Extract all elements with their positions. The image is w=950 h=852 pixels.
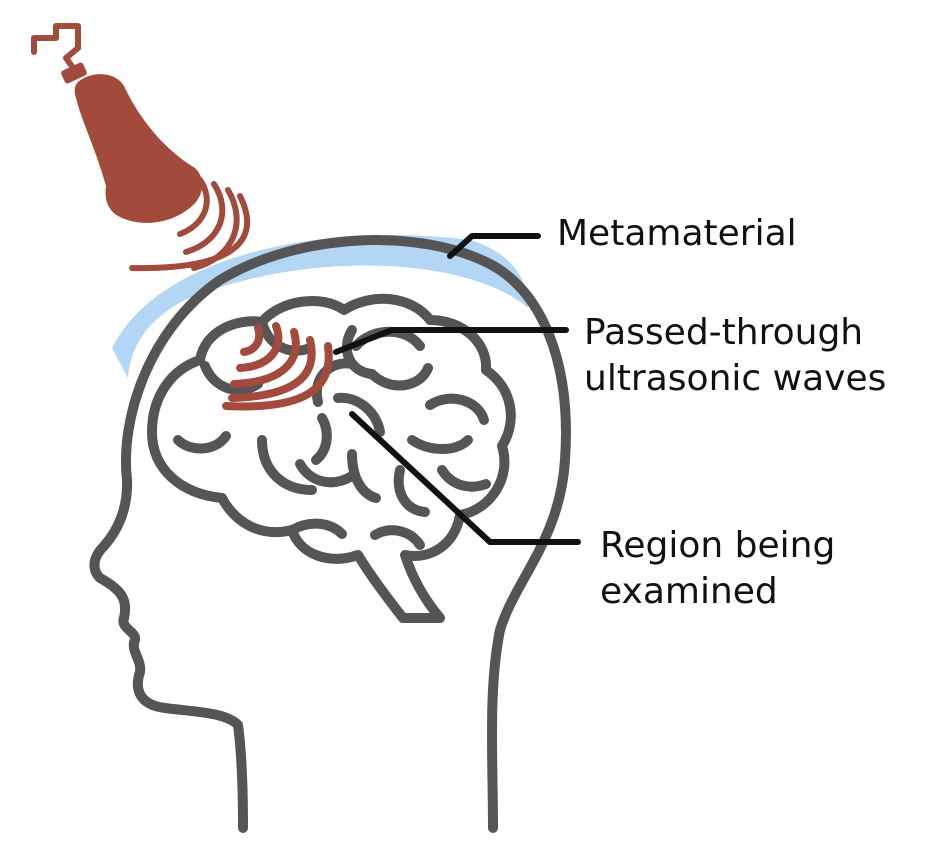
leader-line-waves xyxy=(333,327,569,355)
label-region-examined: Region being examined xyxy=(600,523,835,615)
probe-cable xyxy=(31,23,81,75)
label-region-line2: examined xyxy=(600,571,778,612)
label-metamaterial-text: Metamaterial xyxy=(557,213,797,254)
label-metamaterial: Metamaterial xyxy=(557,211,797,257)
label-waves-line1: Passed-through xyxy=(584,312,864,353)
leader-line-metamaterial xyxy=(447,233,541,259)
head-outline xyxy=(89,235,571,833)
label-region-line1: Region being xyxy=(600,525,836,566)
brain-outline xyxy=(147,293,516,623)
passed-through-waves xyxy=(222,322,333,411)
probe-waves xyxy=(129,177,251,272)
label-waves-line2: ultrasonic waves xyxy=(584,358,887,399)
leader-line-region xyxy=(349,411,581,545)
label-ultrasonic-waves: Passed-through ultrasonic waves xyxy=(584,310,886,402)
probe-body xyxy=(74,74,203,223)
brain-folds xyxy=(173,317,491,550)
metamaterial-band xyxy=(112,235,529,378)
probe-connector xyxy=(61,62,87,84)
